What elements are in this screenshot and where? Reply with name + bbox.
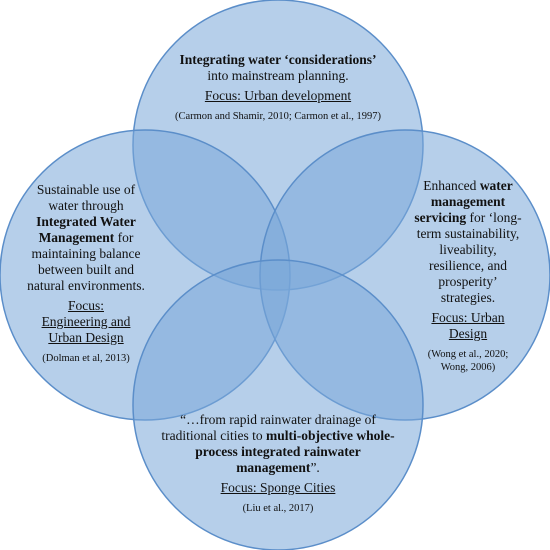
right-circle-text: Enhanced water management servicing for …: [412, 178, 524, 374]
left-bold: Integrated Water Management: [36, 214, 136, 245]
right-focus-1: Focus: Urban: [431, 310, 505, 325]
bottom-focus: Focus: Sponge Cities: [220, 480, 336, 495]
top-citation: (Carmon and Shamir, 2010; Carmon et al.,…: [174, 111, 382, 122]
right-focus-2: Design: [448, 326, 488, 341]
top-line2: into mainstream planning.: [207, 68, 349, 83]
right-citation-1: (Wong et al., 2020;: [427, 349, 509, 360]
top-circle-text: Integrating water ‘considerations’ into …: [150, 52, 406, 123]
top-focus: Focus: Urban development: [204, 88, 352, 103]
right-pre: Enhanced: [423, 178, 477, 193]
bottom-circle-text: “…from rapid rainwater drainage of tradi…: [158, 412, 398, 515]
bottom-citation: (Liu et al., 2017): [242, 503, 314, 514]
bottom-pre: “…from rapid rainwater drainage of tradi…: [161, 412, 376, 443]
bottom-post: ”.: [310, 460, 320, 475]
left-line2: water through: [48, 198, 124, 213]
left-line1: Sustainable use of: [36, 182, 136, 197]
circle-sponge-cities: [132, 259, 424, 550]
right-rest: for ‘long-term sustainability, liveabili…: [416, 210, 522, 305]
left-citation: (Dolman et al, 2013): [42, 353, 130, 364]
left-focus-1: Focus:: [67, 298, 104, 313]
left-rest: for maintaining balance between built an…: [27, 230, 145, 293]
bottom-bold: multi-objective whole-process integrated…: [195, 428, 395, 475]
left-focus-2: Engineering and: [41, 314, 131, 329]
top-heading: Integrating water ‘considerations’: [179, 52, 377, 67]
right-citation-2: Wong, 2006): [440, 362, 496, 373]
left-circle-text: Sustainable use of water through Integra…: [22, 182, 150, 365]
left-focus-3: Urban Design: [48, 330, 124, 345]
right-bold: water management servicing: [414, 178, 513, 225]
